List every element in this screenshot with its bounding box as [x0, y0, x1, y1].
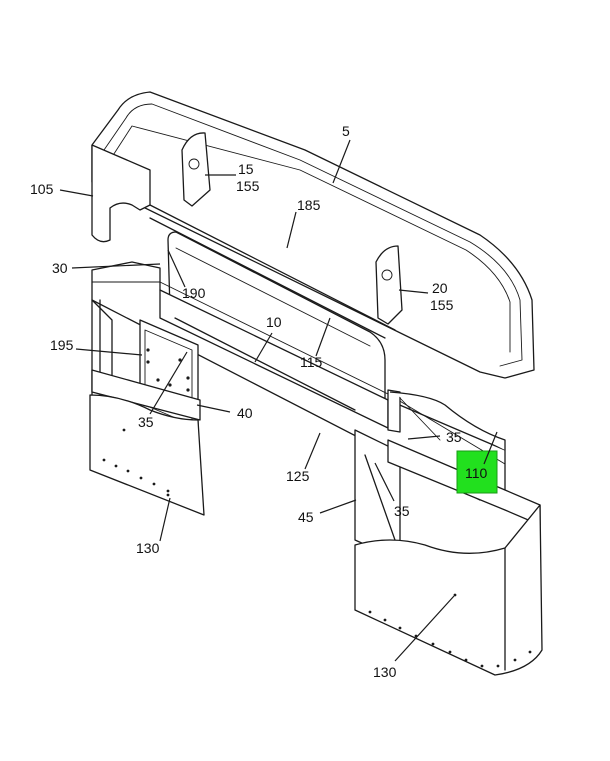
callout-labels: 5 15 155 105 185 30 190 20 155 10 115 19…: [30, 123, 488, 680]
highlight-box-110: [456, 450, 498, 494]
callout-20: 20: [432, 280, 448, 296]
left-mud-flap: [89, 394, 205, 516]
callout-110: 110: [465, 465, 488, 481]
callout-35-left: 35: [138, 414, 154, 430]
center-panel: [167, 231, 386, 413]
callout-115: 115: [300, 354, 323, 370]
callout-130-left: 130: [136, 540, 160, 556]
callout-35-right: 35: [446, 429, 462, 445]
callout-130-right: 130: [373, 664, 397, 680]
callout-155: 155: [236, 178, 260, 194]
callout-5: 5: [342, 123, 350, 139]
right-mud-flap: [354, 504, 543, 676]
callout-30: 30: [52, 260, 68, 276]
callout-155-right: 155: [430, 297, 454, 313]
callout-10: 10: [266, 314, 282, 330]
callout-185: 185: [297, 197, 321, 213]
upper-clamp-left: [181, 132, 211, 207]
leader-lines: [59, 139, 498, 662]
callout-15: 15: [238, 161, 254, 177]
callout-105: 105: [30, 181, 54, 197]
callout-125: 125: [286, 468, 310, 484]
callout-35-lower: 35: [394, 503, 410, 519]
callout-40: 40: [237, 405, 253, 421]
callout-195: 195: [50, 337, 74, 353]
callout-45: 45: [298, 509, 314, 525]
callout-190: 190: [182, 285, 206, 301]
upper-clamp-right: [375, 245, 403, 325]
